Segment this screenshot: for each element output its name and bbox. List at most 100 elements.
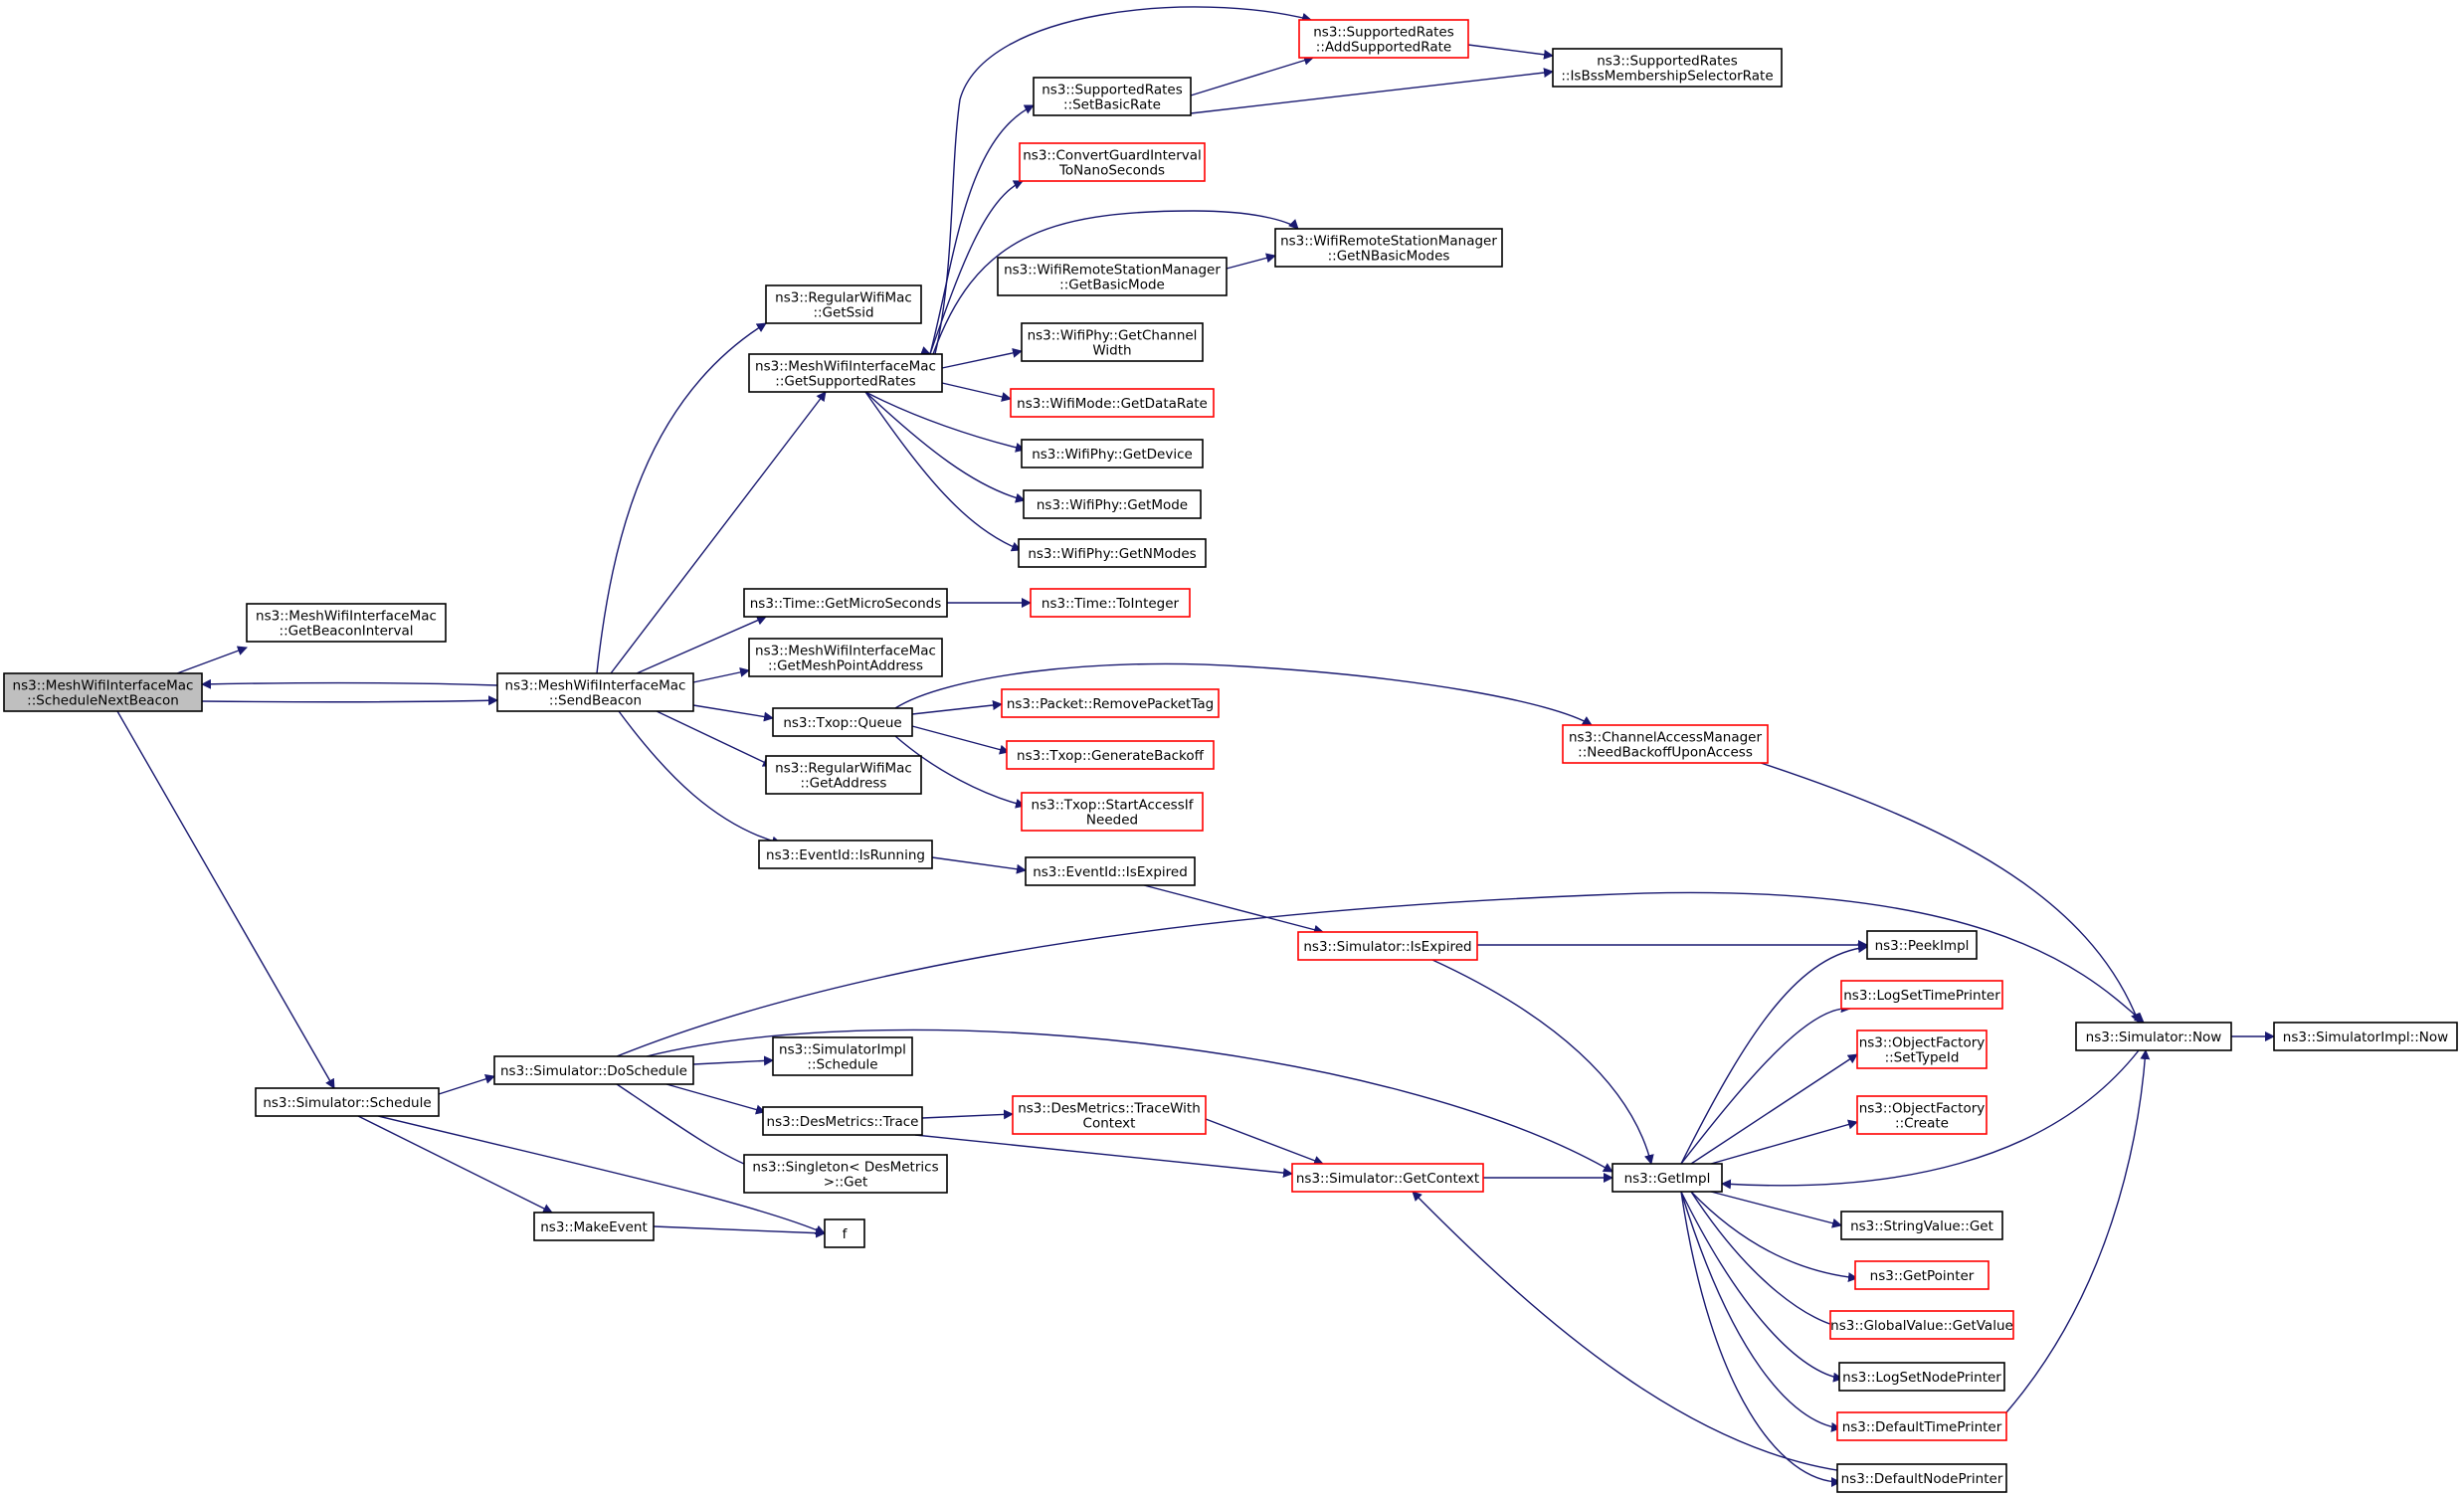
- node-box[interactable]: [1829, 1310, 2014, 1340]
- node-box[interactable]: [1006, 740, 1215, 770]
- node-isexp[interactable]: ns3::EventId::IsExpired: [1025, 856, 1196, 886]
- node-setbr[interactable]: ns3::SupportedRates::SetBasicRate: [1033, 77, 1192, 116]
- node-now[interactable]: ns3::Simulator::Now: [2075, 1022, 2232, 1051]
- node-box[interactable]: [493, 1055, 694, 1085]
- node-dmtrace[interactable]: ns3::DesMetrics::Trace: [762, 1106, 923, 1136]
- node-box[interactable]: [1552, 48, 1783, 88]
- node-gbi[interactable]: ns3::MeshWifiInterfaceMac::GetBeaconInte…: [246, 603, 447, 643]
- node-box[interactable]: [824, 1218, 865, 1248]
- node-box[interactable]: [743, 588, 948, 618]
- node-getctx[interactable]: ns3::Simulator::GetContext: [1291, 1163, 1484, 1193]
- node-ofcr[interactable]: ns3::ObjectFactory::Create: [1856, 1095, 1988, 1135]
- node-box[interactable]: [1611, 1163, 1723, 1193]
- node-box[interactable]: [1562, 724, 1769, 764]
- node-box[interactable]: [1033, 77, 1192, 116]
- node-box[interactable]: [1019, 142, 1206, 182]
- node-gdr[interactable]: ns3::WifiMode::GetDataRate: [1010, 388, 1215, 418]
- node-isbss[interactable]: ns3::SupportedRates::IsBssMembershipSele…: [1552, 48, 1783, 88]
- node-simimpl[interactable]: ns3::SimulatorImpl::Schedule: [772, 1036, 913, 1076]
- node-gbo[interactable]: ns3::Txop::GenerateBackoff: [1006, 740, 1215, 770]
- node-gsr[interactable]: ns3::MeshWifiInterfaceMac::GetSupportedR…: [748, 353, 943, 393]
- node-toint[interactable]: ns3::Time::ToInteger: [1030, 588, 1191, 618]
- node-gmode[interactable]: ns3::WifiPhy::GetMode: [1023, 489, 1202, 519]
- node-gdev[interactable]: ns3::WifiPhy::GetDevice: [1021, 439, 1204, 468]
- node-gaddr[interactable]: ns3::RegularWifiMac::GetAddress: [765, 755, 922, 795]
- node-box[interactable]: [1274, 228, 1503, 268]
- node-box[interactable]: [1854, 1260, 1990, 1290]
- node-gbm[interactable]: ns3::WifiRemoteStationManager::GetBasicM…: [997, 257, 1228, 296]
- node-box[interactable]: [1856, 1029, 1988, 1069]
- node-box[interactable]: [255, 1087, 440, 1117]
- node-box[interactable]: [772, 707, 913, 737]
- node-singleton[interactable]: ns3::Singleton< DesMetrics>::Get: [743, 1154, 948, 1194]
- node-box[interactable]: [1866, 930, 1978, 960]
- node-mkev[interactable]: ns3::MakeEvent: [533, 1212, 655, 1241]
- node-box[interactable]: [1856, 1095, 1988, 1135]
- node-box[interactable]: [3, 672, 203, 712]
- node-box[interactable]: [772, 1036, 913, 1076]
- node-box[interactable]: [1010, 388, 1215, 418]
- node-box[interactable]: [765, 284, 922, 324]
- node-implnow[interactable]: ns3::SimulatorImpl::Now: [2273, 1022, 2458, 1051]
- node-box[interactable]: [1838, 1362, 2005, 1392]
- node-box[interactable]: [1291, 1163, 1484, 1193]
- node-box[interactable]: [1298, 19, 1469, 59]
- node-sched[interactable]: ns3::Simulator::Schedule: [255, 1087, 440, 1117]
- node-box[interactable]: [1836, 1463, 2007, 1493]
- node-box[interactable]: [1021, 439, 1204, 468]
- node-dosched[interactable]: ns3::Simulator::DoSchedule: [493, 1055, 694, 1085]
- node-box[interactable]: [1021, 322, 1204, 362]
- node-addsr[interactable]: ns3::SupportedRates::AddSupportedRate: [1298, 19, 1469, 59]
- node-rpt[interactable]: ns3::Packet::RemovePacketTag: [1001, 688, 1220, 718]
- node-box[interactable]: [997, 257, 1228, 296]
- node-cam[interactable]: ns3::ChannelAccessManager::NeedBackoffUp…: [1562, 724, 1769, 764]
- node-gvgv[interactable]: ns3::GlobalValue::GetValue: [1829, 1310, 2014, 1340]
- node-dtp[interactable]: ns3::DefaultTimePrinter: [1836, 1411, 2007, 1441]
- node-box[interactable]: [1030, 588, 1191, 618]
- node-dnp[interactable]: ns3::DefaultNodePrinter: [1836, 1463, 2007, 1493]
- node-box[interactable]: [1021, 792, 1204, 832]
- node-box[interactable]: [748, 638, 943, 677]
- node-box[interactable]: [533, 1212, 655, 1241]
- node-gms[interactable]: ns3::Time::GetMicroSeconds: [743, 588, 948, 618]
- node-snb[interactable]: ns3::MeshWifiInterfaceMac::ScheduleNextB…: [3, 672, 203, 712]
- node-box[interactable]: [246, 603, 447, 643]
- node-box[interactable]: [2273, 1022, 2458, 1051]
- node-getimpl[interactable]: ns3::GetImpl: [1611, 1163, 1723, 1193]
- node-svget[interactable]: ns3::StringValue::Get: [1840, 1211, 2003, 1240]
- node-gnbm[interactable]: ns3::WifiRemoteStationManager::GetNBasic…: [1274, 228, 1503, 268]
- node-box[interactable]: [1001, 688, 1220, 718]
- node-box[interactable]: [765, 755, 922, 795]
- node-box[interactable]: [1836, 1411, 2007, 1441]
- node-gptr[interactable]: ns3::GetPointer: [1854, 1260, 1990, 1290]
- node-box[interactable]: [1025, 856, 1196, 886]
- node-box[interactable]: [743, 1154, 948, 1194]
- node-box[interactable]: [2075, 1022, 2232, 1051]
- node-lstp[interactable]: ns3::LogSetTimePrinter: [1840, 980, 2003, 1010]
- node-box[interactable]: [1840, 980, 2003, 1010]
- node-lsnp[interactable]: ns3::LogSetNodePrinter: [1838, 1362, 2005, 1392]
- node-ssid[interactable]: ns3::RegularWifiMac::GetSsid: [765, 284, 922, 324]
- node-box[interactable]: [1012, 1095, 1207, 1135]
- node-box[interactable]: [762, 1106, 923, 1136]
- node-simexp[interactable]: ns3::Simulator::IsExpired: [1297, 931, 1478, 961]
- node-queue[interactable]: ns3::Txop::Queue: [772, 707, 913, 737]
- node-box[interactable]: [748, 353, 943, 393]
- node-box[interactable]: [496, 672, 694, 712]
- node-gnm[interactable]: ns3::WifiPhy::GetNModes: [1018, 538, 1207, 568]
- node-box[interactable]: [758, 840, 933, 869]
- node-peek[interactable]: ns3::PeekImpl: [1866, 930, 1978, 960]
- node-ofst[interactable]: ns3::ObjectFactory::SetTypeId: [1856, 1029, 1988, 1069]
- node-box[interactable]: [1297, 931, 1478, 961]
- node-box[interactable]: [1018, 538, 1207, 568]
- node-box[interactable]: [1023, 489, 1202, 519]
- node-f[interactable]: f: [824, 1218, 865, 1248]
- node-gmpa[interactable]: ns3::MeshWifiInterfaceMac::GetMeshPointA…: [748, 638, 943, 677]
- node-box[interactable]: [1840, 1211, 2003, 1240]
- node-isrun[interactable]: ns3::EventId::IsRunning: [758, 840, 933, 869]
- node-sb[interactable]: ns3::MeshWifiInterfaceMac::SendBeacon: [496, 672, 694, 712]
